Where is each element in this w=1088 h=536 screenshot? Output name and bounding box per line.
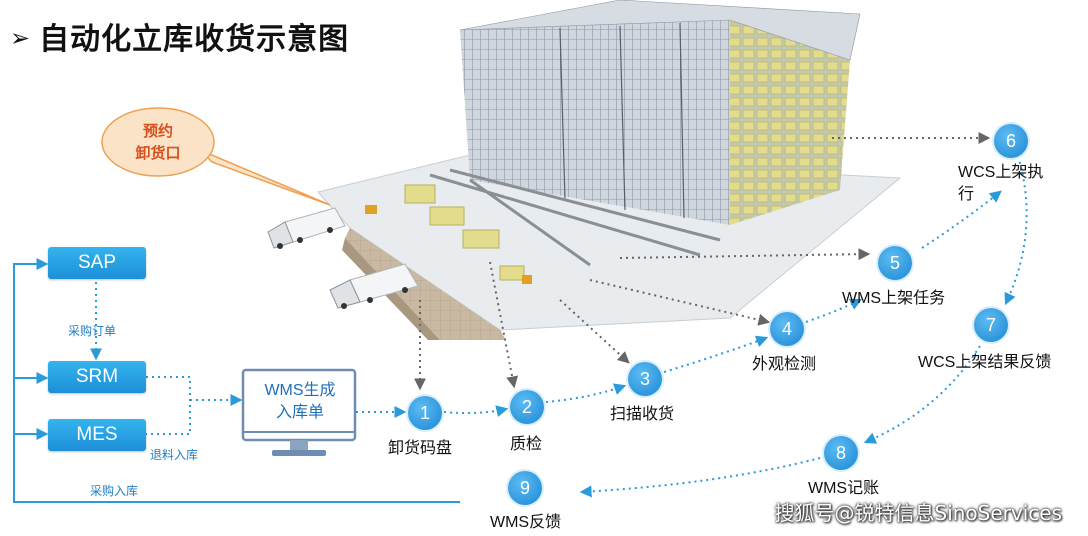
step-8-circle: 8 xyxy=(824,436,858,470)
step-9-circle: 9 xyxy=(508,471,542,505)
bubble-line2: 卸货口 xyxy=(135,144,181,162)
step-8-label: WMS记账 xyxy=(808,480,880,497)
monitor-line1: WMS生成 xyxy=(264,382,336,399)
step-1-circle: 1 xyxy=(408,396,442,430)
sap-box: SAP xyxy=(48,247,146,279)
title-text: 自动化立库收货示意图 xyxy=(39,22,350,57)
step-6-label-line1: WCS上架执 xyxy=(958,164,1044,181)
flow-connectors xyxy=(90,155,1028,498)
pointer-connectors xyxy=(414,132,991,391)
step-6-label-line2: 行 xyxy=(958,186,975,203)
step-1-label: 卸货码盘 xyxy=(388,440,453,457)
bubble-line1: 预约 xyxy=(142,122,173,140)
appointment-bubble-text: 预约 卸货口 xyxy=(118,120,198,164)
monitor-icon xyxy=(241,368,357,456)
monitor-line2: 入库单 xyxy=(275,404,324,421)
title-arrow-icon: ➢ xyxy=(10,24,32,52)
page-title: ➢自动化立库收货示意图 xyxy=(10,14,349,58)
step-2-label: 质检 xyxy=(510,436,543,453)
purchase-to-stock-label: 采购入库 xyxy=(90,484,139,498)
step-6-label: WCS上架执 行 xyxy=(958,162,1043,206)
step-2-circle: 2 xyxy=(510,390,544,424)
step-9-label: WMS反馈 xyxy=(490,514,562,531)
appointment-bubble xyxy=(101,107,331,206)
return-to-stock-label: 退料入库 xyxy=(150,448,199,462)
step-6-circle: 6 xyxy=(994,124,1028,158)
monitor-text: WMS生成 入库单 xyxy=(248,380,352,424)
system-connectors xyxy=(13,258,460,503)
mes-box: MES xyxy=(48,419,146,451)
step-3-label: 扫描收货 xyxy=(610,406,675,423)
warehouse-illustration xyxy=(317,0,902,340)
step-4-circle: 4 xyxy=(770,312,804,346)
purchase-order-label: 采购订单 xyxy=(68,324,117,338)
step-5-label: WMS上架任务 xyxy=(842,290,946,307)
srm-box: SRM xyxy=(48,361,146,393)
truck-icon xyxy=(329,263,419,309)
step-3-circle: 3 xyxy=(628,362,662,396)
step-7-label: WCS上架结果反馈 xyxy=(918,354,1052,371)
step-7-circle: 7 xyxy=(974,308,1008,342)
truck-icon xyxy=(267,207,346,249)
step-5-circle: 5 xyxy=(878,246,912,280)
step-4-label: 外观检测 xyxy=(752,356,817,373)
watermark: 搜狐号@锐特信息SinoServices xyxy=(774,501,1063,525)
